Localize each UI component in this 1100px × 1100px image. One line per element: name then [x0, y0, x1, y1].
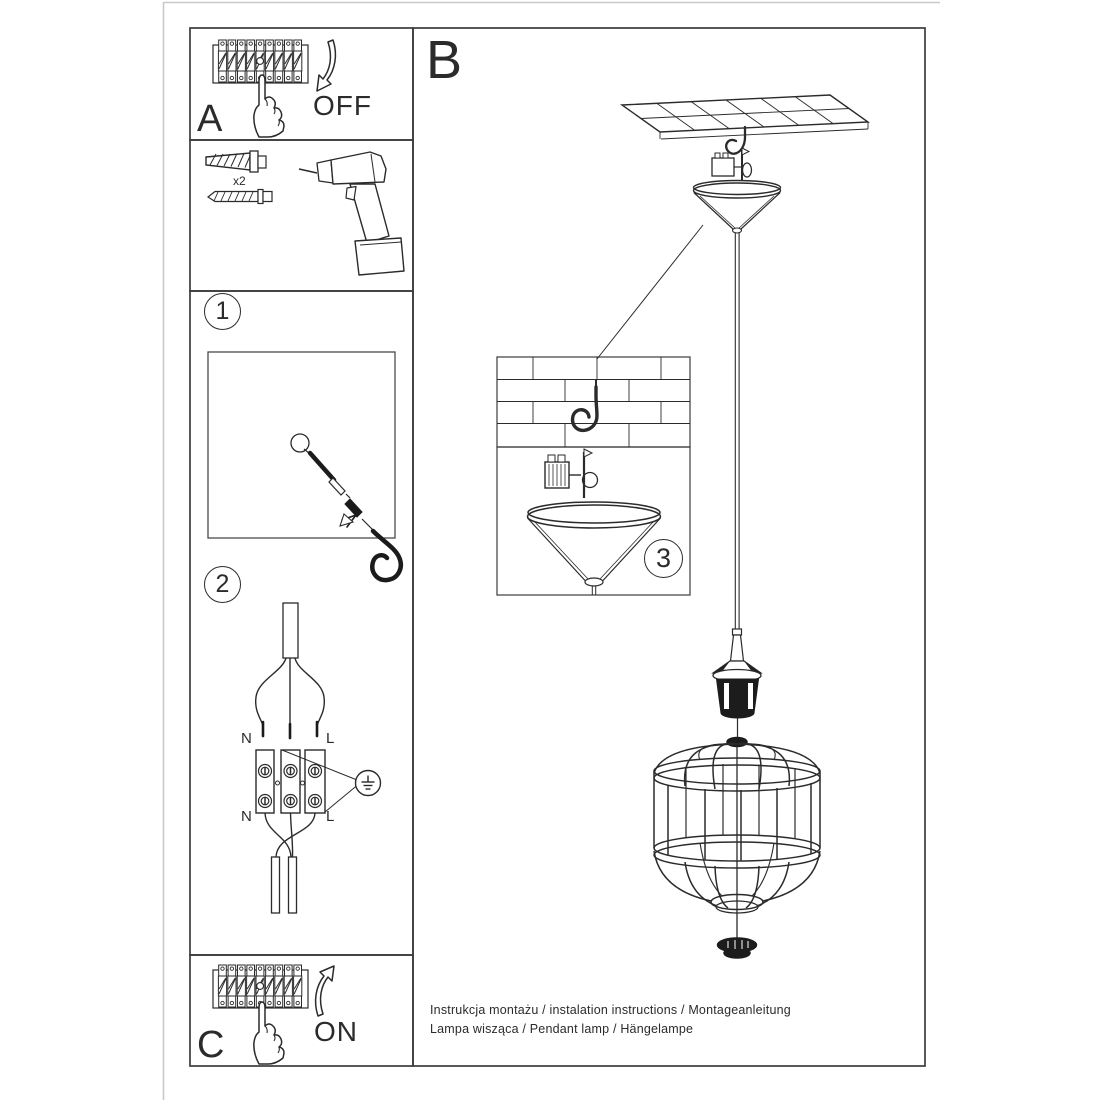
section-frames [189, 27, 926, 1067]
hook-anchor-illustration [290, 433, 404, 583]
step-2-badge: 2 [204, 566, 241, 603]
ground-icon [354, 769, 382, 797]
on-arrow-icon [314, 965, 335, 1017]
step-3-badge: 3 [644, 539, 683, 578]
middle-box [189, 290, 414, 956]
hook-in-wall-icon [570, 379, 599, 433]
wire-label-n-top: N [241, 730, 252, 747]
on-label: ON [314, 1016, 358, 1047]
step-1-badge: 1 [204, 293, 241, 330]
footer-line-1: Instrukcja montażu / instalation instruc… [430, 1003, 791, 1017]
finial-knob [716, 937, 758, 959]
step-1-number: 1 [215, 297, 230, 325]
screw-icon [206, 188, 273, 205]
pendant-cord [734, 233, 740, 630]
off-label: OFF [313, 90, 372, 121]
step-2-number: 2 [215, 570, 230, 598]
cord-lock-illustration [711, 147, 753, 183]
section-a-label: A [197, 98, 223, 140]
wall-anchor-icon [205, 150, 267, 173]
canopy-illustration [692, 179, 782, 234]
power-cable-illustration [254, 657, 326, 728]
sheet-edge [162, 1, 940, 1100]
ceiling-panel-illustration [619, 94, 871, 140]
canopy-detail-illustration [526, 448, 662, 595]
wire-label-n-bottom: N [241, 808, 252, 825]
section-c-label: C [197, 1024, 225, 1066]
wire-label-l-bottom: L [326, 808, 335, 825]
off-arrow-icon [316, 39, 337, 92]
canopy-inset-box [496, 446, 691, 596]
pointer-line [596, 224, 704, 360]
terminal-block-illustration [254, 602, 382, 914]
cage-shade-illustration [653, 736, 821, 959]
hand-icon [253, 74, 285, 138]
lamp-socket-illustration [711, 628, 763, 738]
drill-icon [298, 151, 405, 276]
main-box-b [412, 27, 926, 1067]
wire-label-l-top: L [326, 730, 335, 747]
footer-line-2: Lampa wisząca / Pendant lamp / Hängelamp… [430, 1022, 694, 1036]
hand-icon [253, 1001, 285, 1065]
breaker-panel-illustration [212, 964, 309, 1009]
ceiling-hook-icon [725, 125, 747, 155]
section-b-label: B [426, 30, 463, 90]
hook-detail-box [207, 351, 396, 539]
hand-knuckles [264, 98, 280, 127]
step-3-number: 3 [655, 543, 672, 573]
anchor-quantity-label: x2 [233, 174, 246, 188]
brick-wall-illustration [497, 357, 690, 447]
hook-icon [370, 528, 404, 583]
